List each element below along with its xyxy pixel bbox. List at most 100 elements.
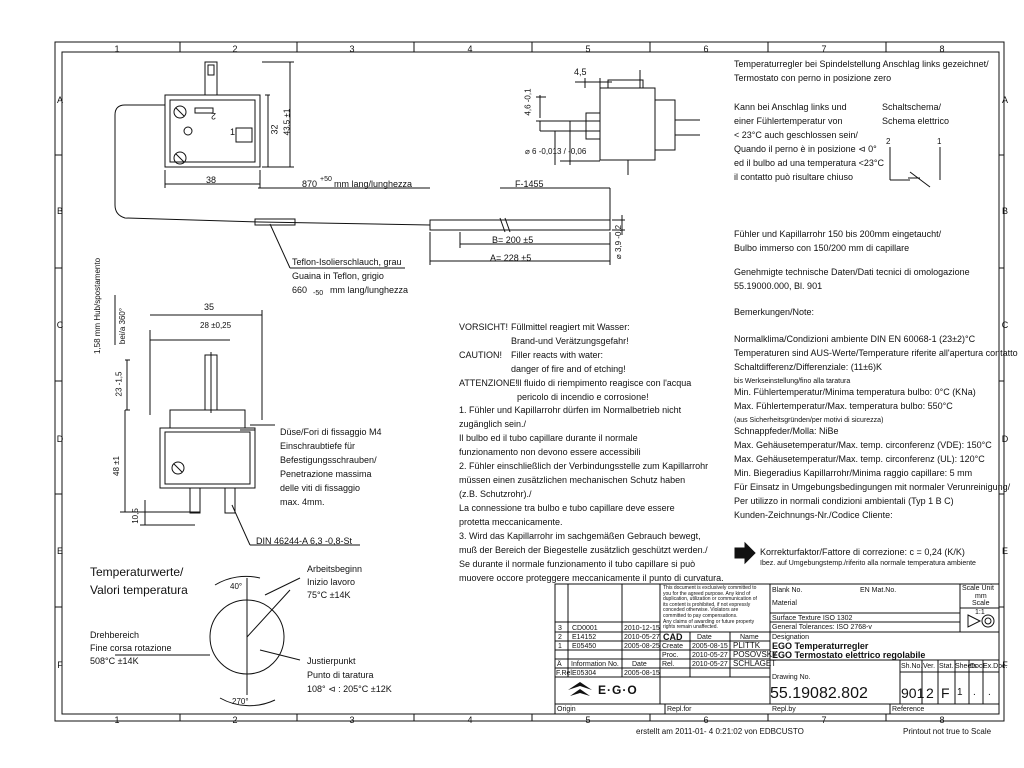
scale-unit-value: mm: [975, 593, 987, 600]
note-line: Se durante il normale funzionamento il t…: [459, 559, 696, 569]
dim-38: 38: [206, 175, 217, 185]
sheets-label: Sheets: [955, 663, 977, 670]
spec-line: Per utilizzo in normali condizioni ambie…: [734, 496, 954, 506]
rev-number: 1: [558, 643, 562, 650]
left-stop-line: Quando il perno è in posizione ⊲ 0°: [734, 144, 877, 154]
col-label: 4: [467, 715, 473, 725]
note-line: Il bulbo ed il tubo capillare durante il…: [459, 433, 638, 443]
row-label: F: [1002, 660, 1008, 670]
col-label: 5: [585, 715, 591, 725]
fixing-line5: delle viti di fissaggio: [280, 483, 361, 493]
note-line: funzionamento non devono essere accessib…: [459, 447, 641, 457]
stat-label: Stat.: [939, 663, 954, 670]
temp-angle-270: 270°: [232, 697, 249, 706]
spec-line: Kunden-Zeichnungs-Nr./Codice Cliente:: [734, 510, 893, 520]
cad-label: CAD: [663, 632, 683, 642]
note-line: zugänglich sein./: [459, 419, 527, 429]
rev-origin-info: E05304: [572, 670, 597, 677]
rev-number: 2: [558, 634, 562, 641]
teflon-line2: Guaina in Teflon, grigio: [292, 271, 384, 281]
drawing-number: 55.19082.802: [770, 685, 868, 702]
temp-start: Arbeitsbeginn: [307, 564, 363, 574]
schema-pin-1: 1: [937, 137, 942, 146]
note-line: La connessione tra bulbo e tubo capillar…: [459, 503, 675, 513]
note-line: protetta meccanicamente.: [459, 517, 563, 527]
col-label: 1: [114, 44, 120, 54]
note-line: muovere occore proteggere meccanicamente…: [459, 573, 724, 583]
repl-for-label: Repl.for: [667, 706, 692, 713]
scale-unit-label: Scale Unit: [962, 585, 994, 592]
right-mid-line: Genehmigte technische Daten/Dati tecnici…: [734, 267, 970, 277]
terminal-1: 1: [230, 127, 236, 137]
col-label: 7: [821, 44, 827, 54]
blank-no-label: Blank No.: [772, 587, 803, 594]
designation-line1: EGO Temperaturregler: [772, 641, 869, 651]
warning-text: Brand-und Verätzungsgefahr!: [511, 336, 629, 346]
teflon-line1: Teflon-Isolierschlauch, grau: [292, 257, 402, 267]
fixing-line3: Befestigungsschrauben/: [280, 455, 377, 465]
col-label: 2: [232, 715, 238, 725]
fixing-line1: Düse/Fori di fissaggio M4: [280, 427, 382, 437]
schema-pin-2: 2: [886, 137, 891, 146]
rev-origin-date: 2005-08-15: [624, 670, 660, 677]
spec-line: bis Werkseinstellung/fino alla taratura: [734, 378, 851, 385]
warning-text: Filler reacts with water:: [511, 350, 604, 360]
en-mat-label: EN Mat.No.: [860, 587, 897, 594]
spec-line: Für Einsatz in Umgebungsbedingungen mit …: [734, 482, 1011, 492]
side-dim-48: 48 ±1: [111, 456, 121, 476]
rel-name: SCHLAGET: [733, 659, 777, 668]
rev-date: 2010-05-27: [624, 634, 660, 641]
warning-text: Füllmittel reagiert mit Wasser:: [511, 322, 630, 332]
cad-name-label: Name: [740, 634, 759, 641]
warning-key: ATTENZIONE!: [459, 378, 518, 388]
bulb-f-label: F-1455: [515, 179, 544, 189]
bulb-b-label: B= 200 ±5: [492, 235, 534, 245]
dim-43: 43,5 ±1: [282, 108, 292, 136]
ego-logo-text: E·G·O: [598, 683, 638, 697]
warning-text: danger of fire and of etching!: [511, 364, 626, 374]
col-label: 5: [585, 44, 591, 54]
col-label: 8: [939, 715, 945, 725]
dim-870-unit: mm lang/lunghezza: [334, 179, 413, 189]
rev-date: 2005-08-25: [624, 643, 660, 650]
temp-range: Drehbereich: [90, 630, 140, 640]
col-label: 2: [232, 44, 238, 54]
left-stop-line: < 23°C auch geschlossen sein/: [734, 130, 858, 140]
temp-start: 75°C ±14K: [307, 590, 351, 600]
note-line: muß der Bereich der Biegestelle zusätzli…: [459, 545, 708, 555]
copyright-notice: This document is exclusively committed t…: [663, 585, 757, 631]
side-dim-158: 1,58 mm Hub/spostamento: [93, 257, 103, 355]
note-line: 1. Fühler und Kapillarrohr dürfen im Nor…: [459, 405, 682, 415]
create-date: 2005-08-15: [692, 643, 728, 650]
doc-label: Doc.: [970, 663, 985, 670]
cad-date-label: Date: [697, 634, 712, 641]
spec-line: Max. Gehäusetemperatur/Max. temp. circon…: [734, 454, 985, 464]
fixing-line6: max. 4mm.: [280, 497, 325, 507]
spec-line: (aus Sicherheitsgründen/per motivi di si…: [734, 417, 884, 424]
right-mid-line: Bulbo immerso con 150/200 mm di capillar…: [734, 243, 910, 253]
footer-created: erstellt am 2011-01- 4 0:21:02 von EDBCU…: [636, 727, 804, 736]
row-label: B: [56, 206, 63, 216]
row-label: E: [1001, 546, 1008, 556]
teflon-line3: 660: [292, 285, 308, 295]
spec-line: Normalklima/Condizioni ambiente DIN EN 6…: [734, 334, 976, 344]
warning-key: CAUTION!: [459, 350, 503, 360]
scale-label: Scale: [972, 600, 990, 607]
surface-label: Surface Texture ISO 1302: [772, 615, 853, 622]
rev-date: 2010-12-15: [624, 625, 660, 632]
correction-main: Korrekturfaktor/Fattore di correzione: c…: [760, 547, 965, 557]
spec-line: Max. Fühlertemperatur/Max. temperatura b…: [734, 401, 953, 411]
din-terminal: DIN 46244-A 6,3 -0,8-St: [256, 536, 353, 546]
left-stop-line: einer Fühlertemperatur von: [734, 116, 843, 126]
fixing-line4: Penetrazione massima: [280, 469, 372, 479]
row-label: B: [1001, 206, 1008, 216]
shaft-dim-6: ⌀ 6 -0,013 / -0,06: [525, 147, 587, 156]
exdoc-label: Ex.Doc.: [983, 663, 1008, 670]
sheets: 1: [957, 687, 963, 698]
designation-label: Designation: [772, 634, 809, 641]
row-label: D: [1001, 434, 1009, 444]
shno-label: Sh.No.: [901, 663, 923, 670]
col-label: 6: [703, 715, 709, 725]
temp-angle-40: 40°: [230, 582, 243, 591]
